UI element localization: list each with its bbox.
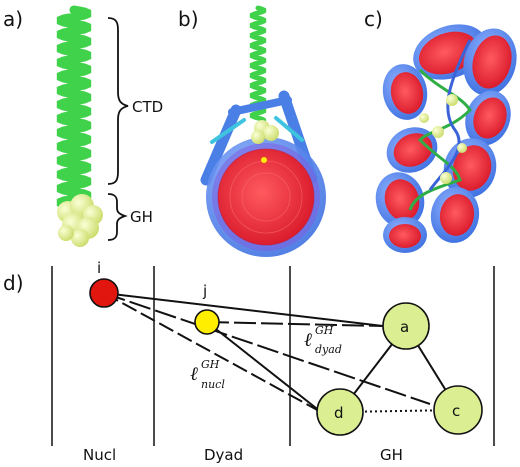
panel-c: c) [364, 7, 517, 253]
node-c-label: c [452, 402, 460, 420]
chromatin-fiber [375, 24, 517, 253]
panel-d-label: d) [3, 271, 24, 295]
gh-brace [107, 193, 128, 241]
panel-b-label: b) [178, 7, 199, 31]
column-label-nucl: Nucl [83, 446, 116, 464]
edge-j-a [206, 321, 384, 327]
edge-i-a [103, 292, 384, 327]
svg-text:ℓ: ℓ [304, 329, 312, 351]
panel-a-label: a) [3, 7, 23, 31]
svg-text:dyad: dyad [315, 343, 342, 356]
node-i: i [89, 259, 119, 308]
edge-i-c [103, 292, 431, 405]
gh-domain-blob [57, 194, 103, 247]
node-i-label: i [97, 259, 101, 277]
svg-text:ℓ: ℓ [190, 363, 198, 385]
panel-b: b) [178, 5, 326, 257]
node-a: a [382, 302, 430, 350]
ell-nucl-label: ℓ GH nucl [190, 358, 225, 391]
node-c: c [433, 385, 483, 435]
svg-text:GH: GH [315, 324, 334, 337]
node-a-label: a [400, 318, 409, 336]
column-dividers [51, 266, 495, 446]
ctd-brace [107, 17, 129, 185]
nucleosome-b [200, 90, 326, 257]
ctd-helix [56, 5, 92, 210]
panel-d: d) i j a [3, 259, 495, 464]
helix-strand [56, 5, 92, 210]
ctd-label: CTD [132, 98, 163, 116]
ell-dyad-label: ℓ GH dyad [304, 324, 342, 356]
gh-label: GH [130, 208, 153, 226]
panel-a: a) CTD GH [3, 5, 163, 247]
node-j-label: j [202, 282, 207, 300]
node-j: j [194, 282, 220, 335]
node-d-label: d [334, 404, 344, 422]
panel-c-label: c) [364, 7, 383, 31]
column-label-dyad: Dyad [204, 446, 243, 464]
svg-text:nucl: nucl [201, 378, 225, 391]
svg-text:GH: GH [201, 358, 220, 371]
column-label-gh: GH [380, 446, 403, 464]
node-d: d [316, 388, 364, 436]
edge-j-d [206, 321, 322, 413]
